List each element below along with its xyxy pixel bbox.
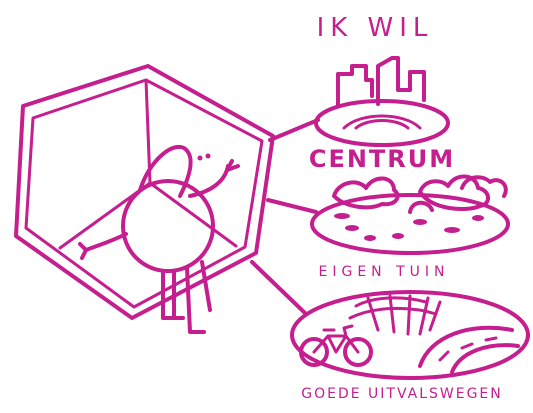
wish-label-eigen-tuin: EIGEN TUIN <box>319 264 450 280</box>
wish-label-goede-uitvalswegen: GOEDE UITVALSWEGEN <box>301 386 503 402</box>
roads-and-bicycle-icon <box>292 292 528 378</box>
title-text: IK WIL <box>317 13 434 43</box>
uitvalswegen-illustration: GOEDE UITVALSWEGEN <box>292 292 528 402</box>
garden-icon <box>312 176 508 253</box>
wish-label-centrum: CENTRUM <box>309 145 455 173</box>
city-skyline-icon <box>316 58 448 145</box>
eigen-tuin-illustration: EIGEN TUIN <box>312 176 508 280</box>
centrum-illustration: CENTRUM <box>309 58 455 173</box>
hexagon-room <box>16 66 273 318</box>
